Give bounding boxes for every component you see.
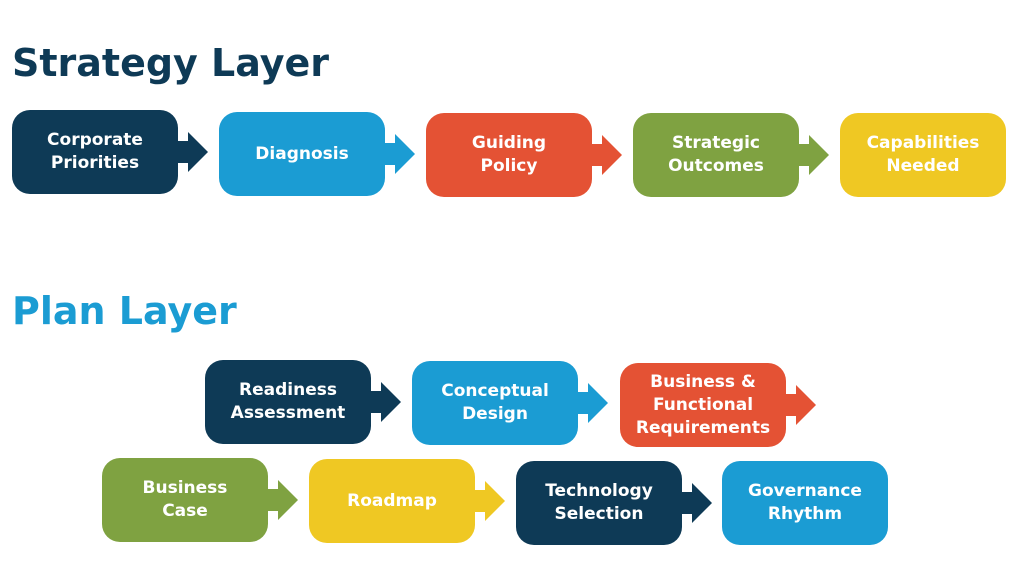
step-label-line: Corporate [47, 130, 143, 150]
arrow-right-icon [262, 480, 298, 520]
step-label-line: Rhythm [767, 504, 843, 524]
step-label-line: Readiness [239, 380, 337, 400]
step-label: Diagnosis [255, 143, 348, 166]
step-label-line: Outcomes [668, 156, 764, 176]
step-label-line: Selection [554, 504, 644, 524]
step-label-line: Requirements [635, 417, 771, 438]
arrow-right-icon [379, 134, 415, 174]
step-label-line: Diagnosis [255, 143, 349, 164]
step-label-line: Policy [480, 156, 538, 176]
step-label-line: Needed [886, 156, 960, 176]
arrow-right-icon [572, 383, 608, 423]
step-roadmap: Roadmap [309, 459, 505, 543]
step-label-line: Guiding [471, 133, 547, 153]
step-label-line: Priorities [50, 153, 140, 173]
arrow-right-icon [586, 135, 622, 175]
step-label-line: Case [162, 501, 208, 521]
step-label-line: Functional [652, 394, 754, 415]
arrow-right-icon [469, 481, 505, 521]
step-label-line: Conceptual [441, 381, 549, 401]
strategy-layer-title: Strategy Layer [12, 41, 330, 85]
arrow-right-icon [676, 483, 712, 523]
step-box: Roadmap [309, 459, 475, 543]
plan-layer-title: Plan Layer [12, 289, 237, 333]
arrow-right-icon [172, 132, 208, 172]
step-label-line: Assessment [230, 403, 346, 423]
step-label-line: Strategic [672, 133, 760, 153]
step-label-line: Capabilities [866, 133, 980, 153]
step-label: Roadmap [347, 490, 437, 513]
arrow-right-icon [793, 135, 829, 175]
step-label-line: Business & [650, 371, 756, 392]
step-label-line: Governance [748, 481, 862, 501]
arrow-right-icon [365, 382, 401, 422]
step-label-line: Design [462, 404, 528, 424]
step-label-line: Business [142, 478, 228, 498]
step-diagnosis: Diagnosis [219, 112, 415, 196]
arrow-right-icon [780, 385, 816, 425]
step-label-line: Technology [545, 481, 653, 501]
step-box: Diagnosis [219, 112, 385, 196]
step-label-line: Roadmap [347, 490, 437, 511]
